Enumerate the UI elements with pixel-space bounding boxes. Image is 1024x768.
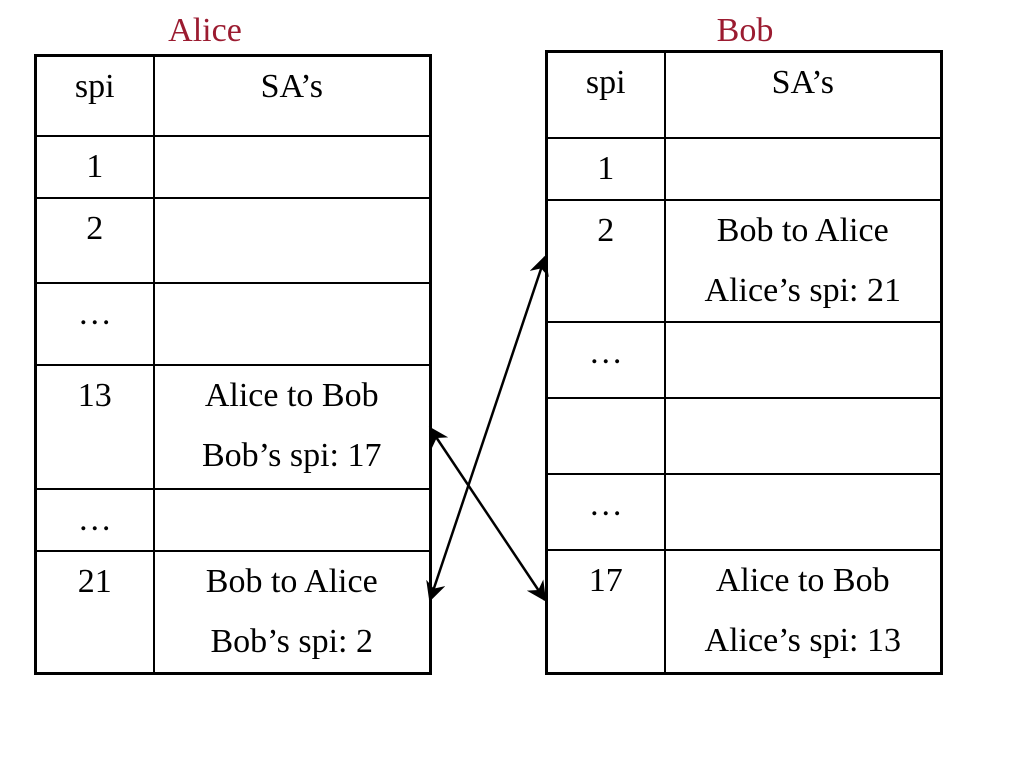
table-row: 1: [34, 134, 432, 199]
sa-cell: Bob to Alice Bob’s spi: 2: [152, 549, 432, 674]
sa-cell: [152, 487, 432, 552]
sa-line-1: Alice to Bob: [715, 561, 890, 599]
spi-header: spi: [34, 54, 155, 137]
table-row: 2 Bob to Alice Alice’s spi: 21: [545, 198, 943, 323]
table-header-row: spi SA’s: [545, 50, 943, 139]
table-row: 2: [34, 196, 432, 284]
link-arrow-13-17: [428, 426, 547, 602]
sa-cell: [152, 134, 432, 199]
bob-sa-table: spi SA’s 1 2 Bob to Alice Alice’s spi: 2…: [545, 50, 943, 675]
table-row: 21 Bob to Alice Bob’s spi: 2: [34, 549, 432, 674]
sas-header: SA’s: [152, 54, 432, 137]
sa-cell: [663, 320, 943, 399]
sa-cell: Alice to Bob Bob’s spi: 17: [152, 363, 432, 490]
spi-cell: 21: [34, 549, 155, 674]
spi-cell: 1: [34, 134, 155, 199]
spi-cell: 2: [545, 198, 666, 323]
sa-cell: [663, 472, 943, 551]
sa-line-2: Alice’s spi: 13: [704, 621, 901, 659]
spi-cell: 1: [545, 136, 666, 201]
sas-header: SA’s: [663, 50, 943, 139]
spi-cell: 13: [34, 363, 155, 490]
spi-cell: …: [34, 281, 155, 366]
table-row: …: [34, 281, 432, 366]
sa-line-2: Alice’s spi: 21: [704, 271, 901, 309]
sa-line-1: Bob to Alice: [205, 562, 378, 600]
sa-line-1: Alice to Bob: [204, 376, 379, 414]
sa-cell: [152, 281, 432, 366]
spi-cell: …: [34, 487, 155, 552]
spi-cell: [545, 396, 666, 475]
table-header-row: spi SA’s: [34, 54, 432, 137]
alice-title: Alice: [168, 12, 242, 49]
table-row: …: [545, 472, 943, 551]
table-row: [545, 396, 943, 475]
table-row: 17 Alice to Bob Alice’s spi: 13: [545, 548, 943, 675]
sa-cell: [663, 136, 943, 201]
spi-cell: 17: [545, 548, 666, 675]
sa-line-2: Bob’s spi: 2: [210, 622, 373, 660]
sa-cell: Alice to Bob Alice’s spi: 13: [663, 548, 943, 675]
sa-cell: Bob to Alice Alice’s spi: 21: [663, 198, 943, 323]
spi-cell: …: [545, 472, 666, 551]
link-arrow-21-2: [426, 255, 549, 602]
table-row: …: [545, 320, 943, 399]
table-row: 1: [545, 136, 943, 201]
sa-line-2: Bob’s spi: 17: [202, 436, 382, 474]
table-row: 13 Alice to Bob Bob’s spi: 17: [34, 363, 432, 490]
sa-cell: [152, 196, 432, 284]
spi-header: spi: [545, 50, 666, 139]
sa-line-1: Bob to Alice: [716, 211, 889, 249]
alice-sa-table: spi SA’s 1 2 … 13 Alice to Bob Bob’s spi…: [34, 54, 432, 675]
spi-cell: …: [545, 320, 666, 399]
bob-title: Bob: [716, 12, 774, 49]
sa-cell: [663, 396, 943, 475]
spi-cell: 2: [34, 196, 155, 284]
table-row: …: [34, 487, 432, 552]
